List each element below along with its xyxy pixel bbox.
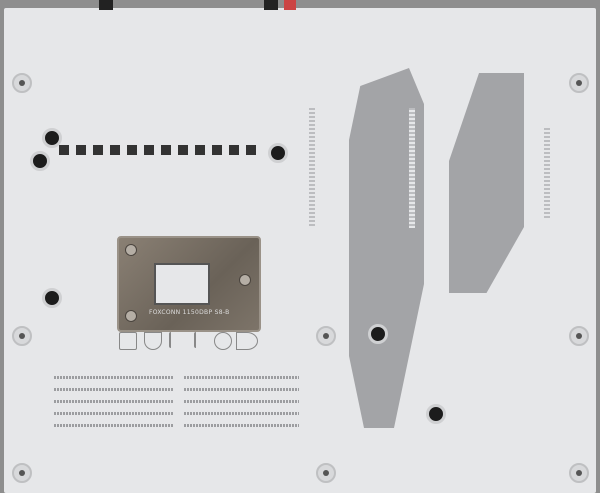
standoff-hole <box>42 128 62 148</box>
mounting-hole <box>569 73 589 93</box>
pcie-slot-pins <box>409 108 415 228</box>
standoff-hole <box>368 324 388 344</box>
motherboard-back: FOXCONN 1150DBP S8-B <box>4 0 596 493</box>
pcie-slot-pins <box>544 128 550 218</box>
kc-mark <box>236 332 258 350</box>
mounting-hole <box>569 326 589 346</box>
pcie-slot-pins <box>309 108 315 228</box>
standoff-hole <box>268 143 288 163</box>
standoff-hole <box>42 288 62 308</box>
screw <box>125 244 137 256</box>
mounting-hole <box>316 463 336 483</box>
io-connector <box>264 0 278 10</box>
fcc-mark <box>194 332 212 348</box>
standoff-hole <box>426 404 446 424</box>
standoff-hole <box>30 151 50 171</box>
certification-mark <box>214 332 232 350</box>
ce-mark <box>169 332 187 348</box>
mounting-hole <box>12 326 32 346</box>
backplate-window <box>154 263 210 305</box>
io-connector <box>284 0 296 10</box>
cpu-socket-backplate: FOXCONN 1150DBP S8-B <box>117 236 261 332</box>
certification-mark <box>144 332 162 350</box>
mounting-hole <box>12 73 32 93</box>
mounting-hole <box>569 463 589 483</box>
certification-mark <box>119 332 137 350</box>
mounting-hole <box>316 326 336 346</box>
mounting-hole <box>12 463 32 483</box>
camo-pattern-right <box>449 73 524 293</box>
backplate-label: FOXCONN 1150DBP S8-B <box>149 309 230 316</box>
screw <box>239 274 251 286</box>
io-connector <box>99 0 113 10</box>
screw <box>125 310 137 322</box>
